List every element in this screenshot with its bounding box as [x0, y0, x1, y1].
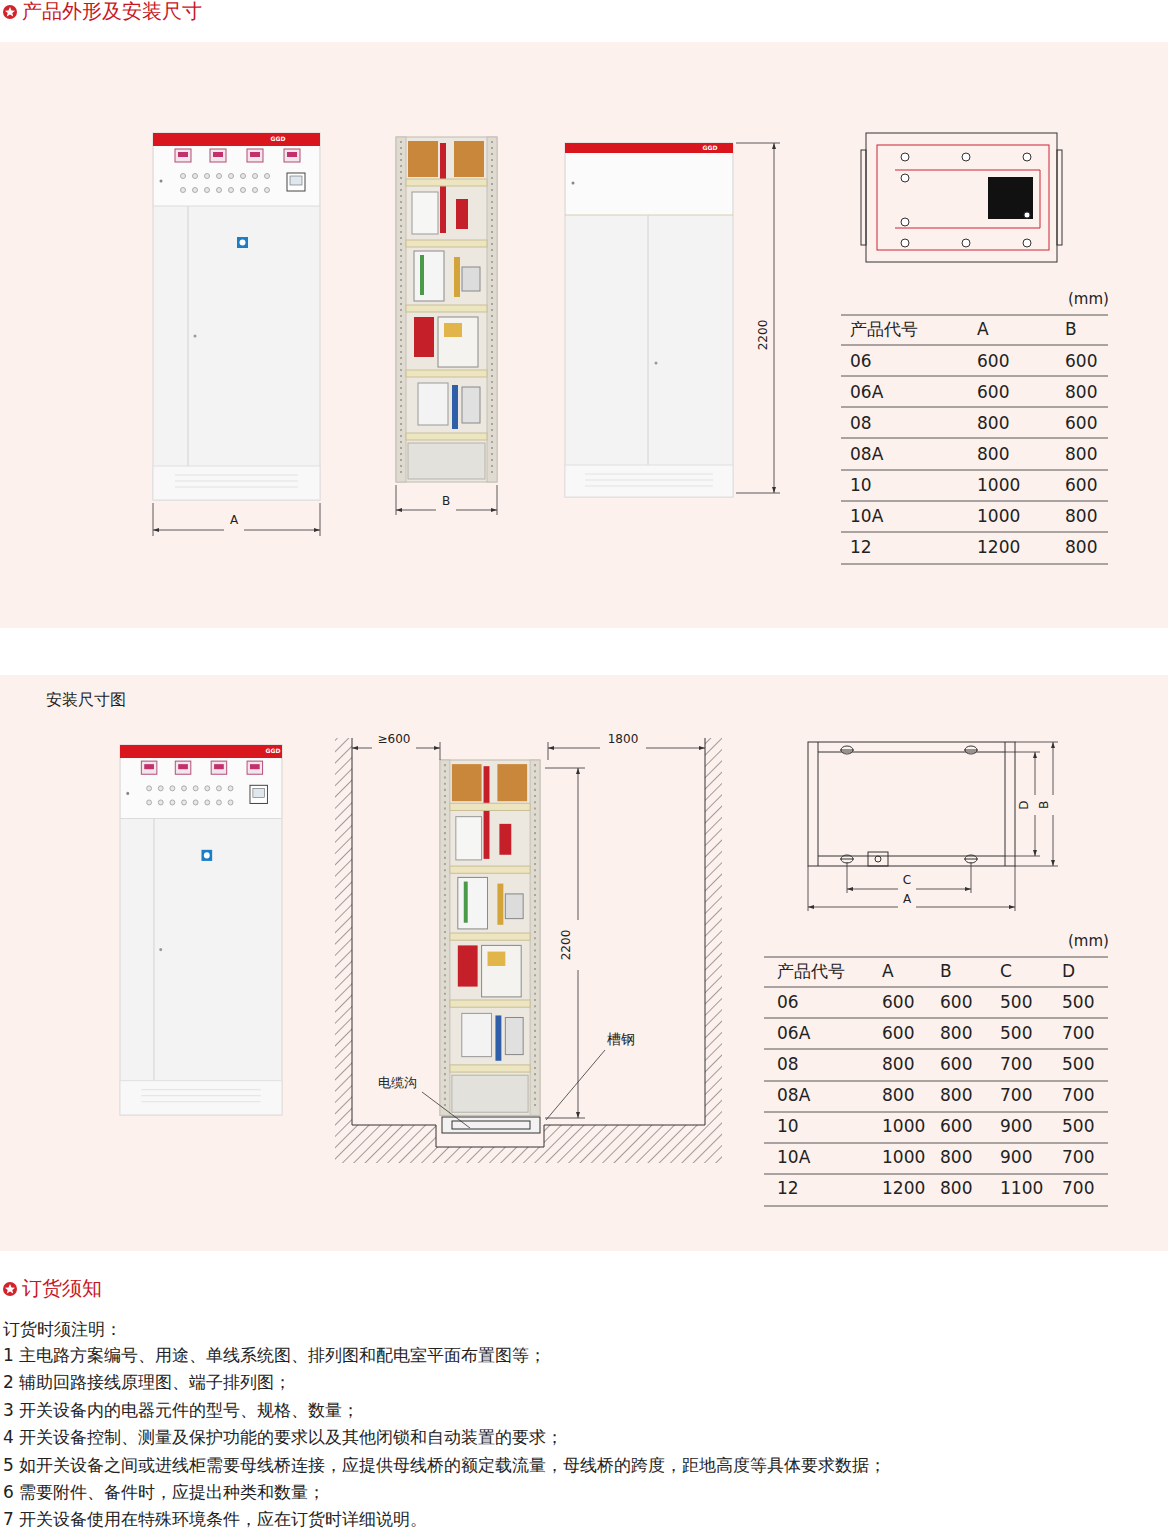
- note-item: 4 开关设备控制、测量及保护功能的要求以及其他闭锁和自动装置的要求；: [3, 1428, 563, 1448]
- dimension-label: A: [228, 514, 240, 528]
- dimension-label: D: [1018, 800, 1032, 809]
- dimension-label: 1800: [606, 733, 641, 747]
- note-item: 6 需要附件、备件时，应提出种类和数量；: [3, 1483, 325, 1503]
- table-cell: 600: [1065, 414, 1097, 434]
- table-cell: 500: [1000, 1024, 1032, 1044]
- table-cell: 10A: [777, 1148, 810, 1168]
- table-header: B: [940, 962, 952, 982]
- table-header: C: [1000, 962, 1012, 982]
- table-cell: 12: [777, 1179, 799, 1199]
- table-cell: 10: [777, 1117, 799, 1137]
- note-item: 1 主电路方案编号、用途、单线系统图、排列图和配电室平面布置图等；: [3, 1346, 546, 1366]
- table-cell: 700: [1062, 1024, 1094, 1044]
- table-cell: 700: [1062, 1179, 1094, 1199]
- table-cell: 1200: [977, 538, 1020, 558]
- dimension-label: C: [903, 874, 911, 888]
- table-cell: 600: [940, 1117, 972, 1137]
- table-header: 产品代号: [850, 320, 918, 340]
- unit-label: (mm): [1068, 933, 1109, 950]
- note-item: 7 开关设备使用在特殊环境条件，应在订货时详细说明。: [3, 1510, 427, 1530]
- table-header: B: [1065, 320, 1077, 340]
- cabinet-badge: GGD: [266, 748, 281, 755]
- table-cell: 600: [977, 352, 1009, 372]
- table-cell: 500: [1062, 1117, 1094, 1137]
- table-cell: 08A: [777, 1086, 810, 1106]
- table-cell: 900: [1000, 1117, 1032, 1137]
- table-cell: 700: [1000, 1055, 1032, 1075]
- table-cell: 500: [1062, 993, 1094, 1013]
- table-header: 产品代号: [777, 962, 845, 982]
- table-cell: 06: [850, 352, 872, 372]
- table-cell: 800: [1065, 383, 1097, 403]
- note-item: 5 如开关设备之间或进线柜需要母线桥连接，应提供母线桥的额定载流量，母线桥的跨度…: [3, 1456, 886, 1476]
- table-cell: 800: [977, 414, 1009, 434]
- table-cell: 08: [850, 414, 872, 434]
- table-cell: 08: [777, 1055, 799, 1075]
- table-cell: 600: [882, 993, 914, 1013]
- table-cell: 800: [882, 1055, 914, 1075]
- table-cell: 800: [940, 1024, 972, 1044]
- table-cell: 600: [940, 1055, 972, 1075]
- dimension-label: B: [1038, 801, 1052, 809]
- table-cell: 1000: [882, 1148, 925, 1168]
- table-cell: 700: [1062, 1148, 1094, 1168]
- table-cell: 600: [977, 383, 1009, 403]
- table-cell: 800: [977, 445, 1009, 465]
- table-cell: 06A: [777, 1024, 810, 1044]
- table-header: D: [1062, 962, 1075, 982]
- table-cell: 1000: [977, 507, 1020, 527]
- dimension-label: 2200: [560, 930, 574, 961]
- table-cell: 1200: [882, 1179, 925, 1199]
- table-header: A: [977, 320, 989, 340]
- table-cell: 800: [1065, 538, 1097, 558]
- note-item: 2 辅助回路接线原理图、端子排列图；: [3, 1373, 291, 1393]
- table-cell: 800: [1065, 507, 1097, 527]
- table-cell: 06A: [850, 383, 883, 403]
- table-cell: 12: [850, 538, 872, 558]
- table-cell: 600: [940, 993, 972, 1013]
- table-cell: 10: [850, 476, 872, 496]
- table-cell: 10A: [850, 507, 883, 527]
- table-cell: 06: [777, 993, 799, 1013]
- figure-caption: 安装尺寸图: [46, 691, 126, 709]
- table-cell: 800: [1065, 445, 1097, 465]
- section-heading: 订货须知: [22, 1277, 102, 1300]
- table-cell: 1000: [977, 476, 1020, 496]
- table-cell: 800: [940, 1148, 972, 1168]
- table-cell: 600: [1065, 476, 1097, 496]
- table-header: A: [882, 962, 894, 982]
- table-cell: 600: [1065, 352, 1097, 372]
- table-cell: 900: [1000, 1148, 1032, 1168]
- table-cell: 700: [1062, 1086, 1094, 1106]
- cabinet-badge: GGD: [703, 145, 718, 152]
- unit-label: (mm): [1068, 291, 1109, 308]
- table-cell: 500: [1062, 1055, 1094, 1075]
- dimension-label: ≥600: [376, 733, 413, 747]
- section-heading: 产品外形及安装尺寸: [22, 0, 202, 23]
- table-cell: 08A: [850, 445, 883, 465]
- dimension-label: B: [440, 495, 452, 509]
- dimension-label: A: [903, 893, 911, 907]
- note-intro: 订货时须注明：: [3, 1320, 122, 1340]
- table-cell: 800: [940, 1179, 972, 1199]
- table-cell: 600: [882, 1024, 914, 1044]
- dimension-label: 2200: [757, 320, 771, 351]
- table-cell: 800: [882, 1086, 914, 1106]
- callout-label: 电缆沟: [378, 1076, 417, 1091]
- callout-label: 槽钢: [607, 1031, 635, 1047]
- note-item: 3 开关设备内的电器元件的型号、规格、数量；: [3, 1401, 359, 1421]
- table-cell: 500: [1000, 993, 1032, 1013]
- table-cell: 1100: [1000, 1179, 1043, 1199]
- table-cell: 800: [940, 1086, 972, 1106]
- table-cell: 700: [1000, 1086, 1032, 1106]
- table-cell: 1000: [882, 1117, 925, 1137]
- cabinet-badge: GGD: [271, 136, 286, 143]
